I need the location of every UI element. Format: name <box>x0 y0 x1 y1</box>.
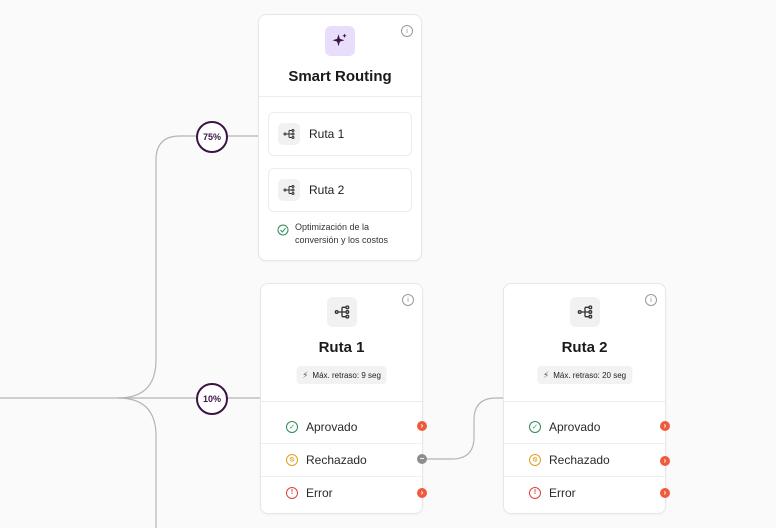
sparkle-icon <box>325 26 355 56</box>
max-delay-badge: ⚡ Máx. retraso: 20 seg <box>536 366 633 384</box>
status-row-approved[interactable]: ✓ Aprovado <box>504 410 665 443</box>
ruta-1-card[interactable]: i Ruta 1 ⚡ Máx. retraso: 9 seg ✓ Aprovad… <box>260 283 427 514</box>
route-flow-icon <box>278 123 300 145</box>
output-port-rejected[interactable]: − <box>417 454 427 464</box>
output-port-error[interactable]: › <box>660 488 670 498</box>
route-flow-icon <box>569 297 600 327</box>
status-label: Aprovado <box>306 419 358 434</box>
status-label: Rechazado <box>306 452 367 467</box>
output-port-approved[interactable]: › <box>417 421 427 431</box>
card-title: Ruta 2 <box>561 339 608 356</box>
info-icon[interactable]: i <box>402 294 414 306</box>
divider <box>261 476 422 477</box>
max-delay-text: Máx. retraso: 9 seg <box>312 370 381 380</box>
route-flow-icon <box>278 179 300 201</box>
route-option-label: Ruta 2 <box>309 183 345 197</box>
optimization-note: Optimización de la conversión y los cost… <box>277 221 415 247</box>
optimization-text: Optimización de la conversión y los cost… <box>295 222 389 245</box>
divider <box>259 96 421 97</box>
output-port-approved[interactable]: › <box>660 421 670 431</box>
status-row-error[interactable]: ! Error <box>261 476 422 509</box>
percentage-badge-top[interactable]: 75% <box>196 121 228 153</box>
route-flow-icon <box>326 297 357 327</box>
card-title: Smart Routing <box>288 68 392 85</box>
status-label: Error <box>549 485 576 500</box>
route-option-label: Ruta 1 <box>309 127 345 141</box>
max-delay-badge: ⚡ Máx. retraso: 9 seg <box>296 366 387 384</box>
divider <box>504 476 665 477</box>
check-icon: ✓ <box>529 420 541 433</box>
divider <box>504 443 665 444</box>
lightning-icon: ⚡ <box>302 369 309 380</box>
divider <box>504 401 665 402</box>
max-delay-text: Máx. retraso: 20 seg <box>553 370 627 380</box>
route-option-2[interactable]: Ruta 2 <box>268 168 412 212</box>
smart-routing-card[interactable]: i Smart Routing Ruta 1 <box>258 14 422 261</box>
status-row-approved[interactable]: ✓ Aprovado <box>261 410 422 443</box>
status-label: Rechazado <box>549 452 610 467</box>
card-title: Ruta 1 <box>318 339 365 356</box>
percentage-badge-middle[interactable]: 10% <box>196 383 228 415</box>
divider <box>261 401 422 402</box>
divider <box>261 443 422 444</box>
status-label: Aprovado <box>549 419 601 434</box>
alert-icon: ! <box>286 486 298 499</box>
blocked-icon: ⦸ <box>286 453 298 466</box>
lightning-icon: ⚡ <box>542 369 550 380</box>
blocked-icon: ⦸ <box>529 453 541 466</box>
output-port-rejected[interactable]: › <box>660 456 670 466</box>
status-label: Error <box>306 485 333 500</box>
check-circle-icon <box>277 224 289 236</box>
ruta-2-card[interactable]: i Ruta 2 ⚡ Máx. retraso: 20 seg ✓ Aprova… <box>503 283 670 514</box>
route-option-1[interactable]: Ruta 1 <box>268 112 412 156</box>
status-row-error[interactable]: ! Error <box>504 476 665 509</box>
status-row-rejected[interactable]: ⦸ Rechazado <box>504 443 665 476</box>
status-row-rejected[interactable]: ⦸ Rechazado <box>261 443 422 476</box>
info-icon[interactable]: i <box>401 25 413 37</box>
output-port-error[interactable]: › <box>417 488 427 498</box>
info-icon[interactable]: i <box>645 294 657 306</box>
check-icon: ✓ <box>286 420 298 433</box>
alert-icon: ! <box>529 486 541 499</box>
